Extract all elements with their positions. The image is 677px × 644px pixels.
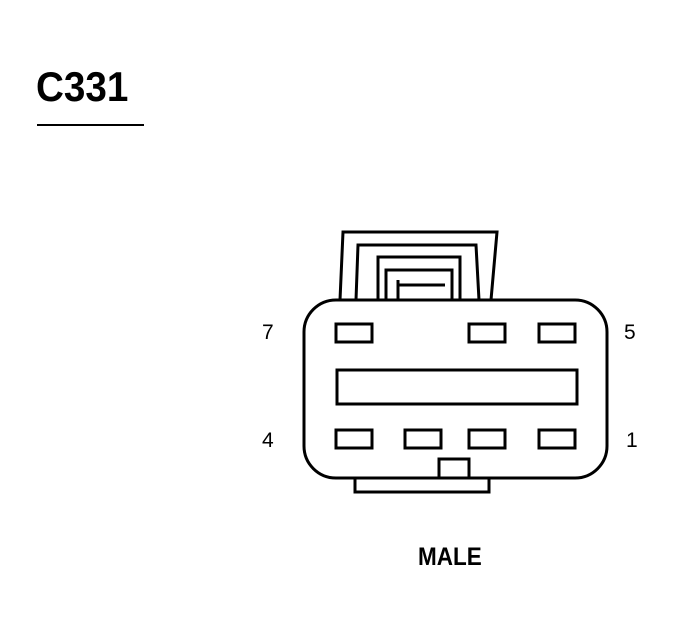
terminal-3: [403, 428, 443, 450]
terminal-6: [467, 322, 507, 344]
locking-tab-inner: [354, 243, 481, 301]
pin-label-7: 7: [262, 321, 274, 344]
center-bar: [335, 368, 579, 406]
terminal-1: [537, 428, 577, 450]
terminal-4: [334, 428, 374, 450]
pin-label-5: 5: [624, 321, 636, 344]
terminal-7: [334, 322, 374, 344]
title-underline: [37, 124, 144, 126]
bottom-key: [437, 457, 471, 480]
locking-tab: [338, 230, 499, 301]
locking-tab-latch: [376, 255, 462, 300]
pin-label-1: 1: [626, 429, 638, 452]
terminal-2: [467, 428, 507, 450]
locking-tab-latch-inner: [384, 268, 454, 300]
terminal-5: [537, 322, 577, 344]
connector-body: [302, 298, 609, 480]
connector-gender-label: MALE: [418, 543, 482, 571]
pin-label-4: 4: [262, 429, 274, 452]
connector-id-title: C331: [36, 63, 129, 110]
locking-tab-outer: [338, 230, 499, 301]
bottom-rail: [353, 478, 491, 494]
